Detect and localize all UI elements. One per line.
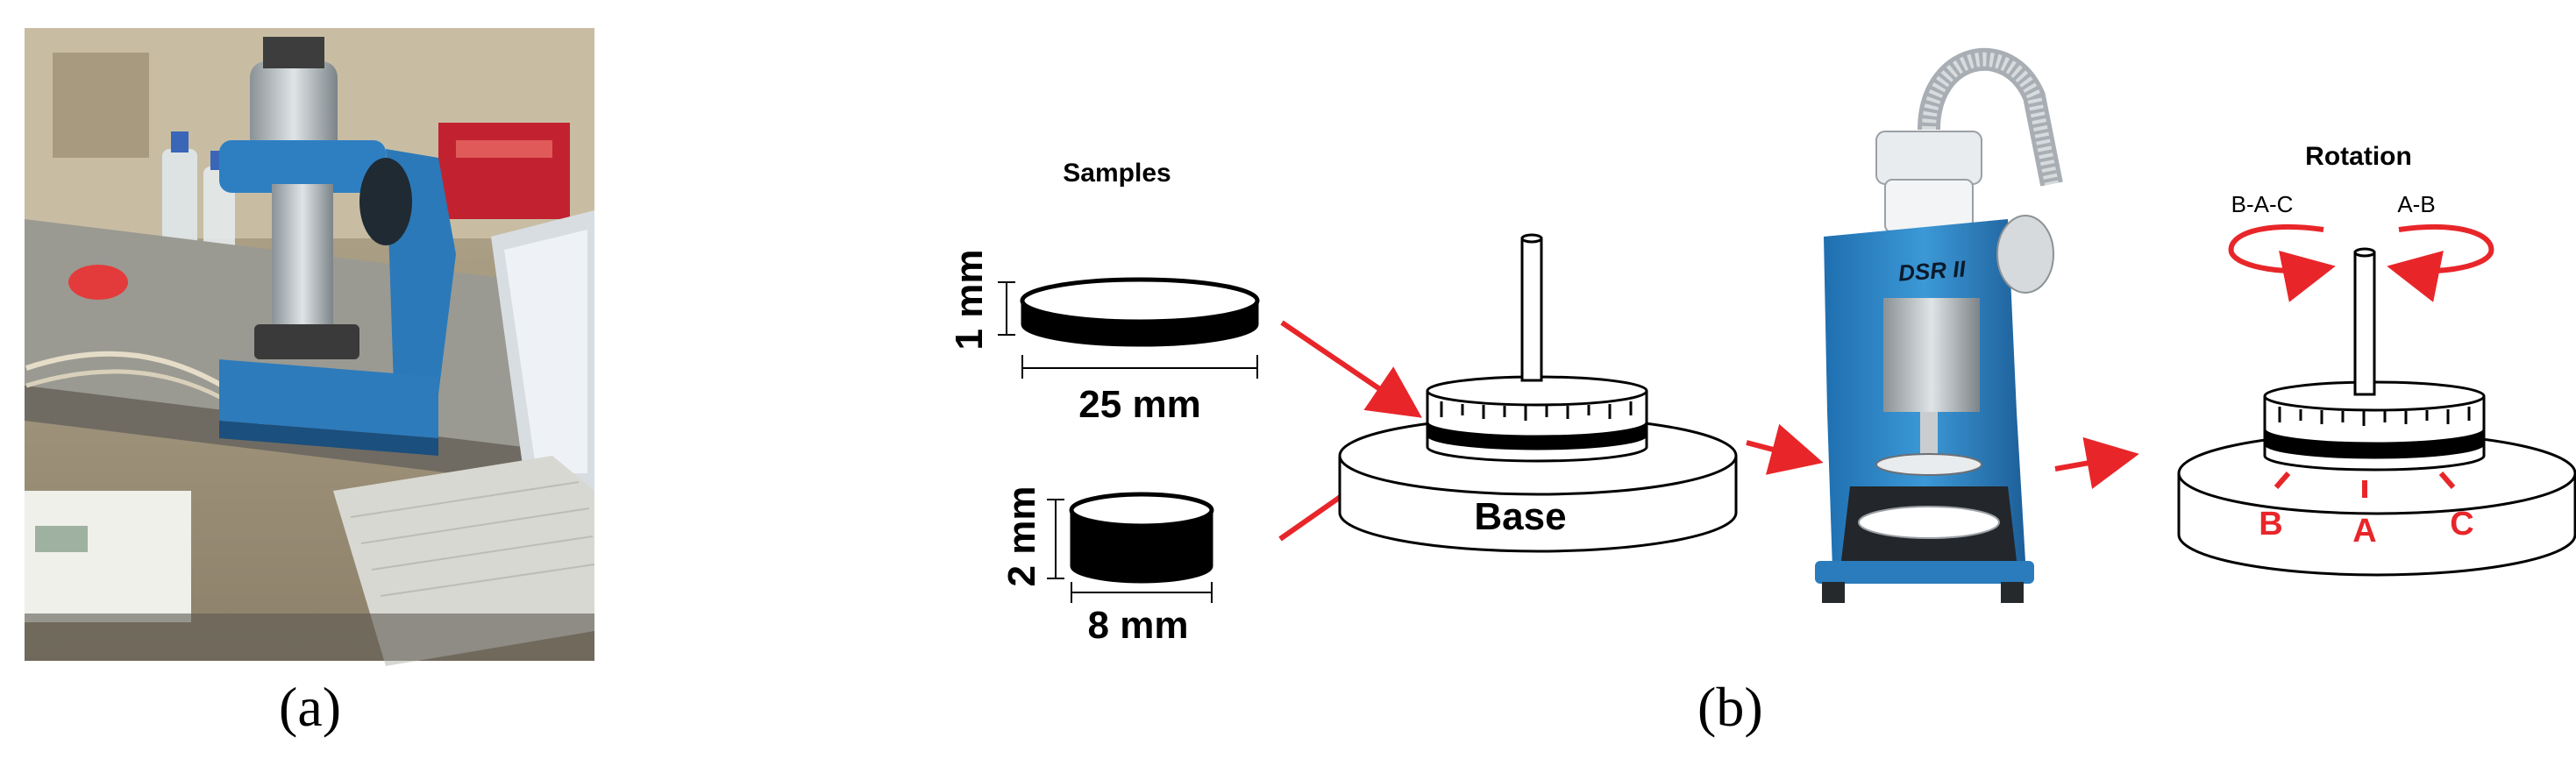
dsr-device — [1815, 47, 2063, 603]
rotation-base-assembly — [2177, 247, 2576, 577]
arrow-base-to-device — [1746, 423, 1824, 475]
sample-large-diameter-label: 25 mm — [1078, 383, 1200, 426]
panel-label-a: (a) — [279, 676, 342, 738]
base-assembly — [1338, 233, 1738, 553]
lab-photo — [25, 28, 595, 666]
sample-small-diameter-label: 8 mm — [1088, 604, 1189, 647]
base-label: Base — [1474, 495, 1566, 538]
sample-large-dimension-lines — [998, 281, 1258, 379]
point-label-a: A — [2352, 513, 2376, 550]
rotation-left-label: B-A-C — [2231, 191, 2294, 217]
rotation-right-label: A-B — [2397, 191, 2435, 217]
rotation-arrows — [2228, 224, 2494, 302]
point-label-b: B — [2259, 506, 2282, 543]
rotation-title: Rotation — [2305, 142, 2412, 171]
samples-title: Samples — [1063, 159, 1171, 188]
sample-small-disc — [1069, 492, 1214, 584]
arrow-large-sample-to-base — [1280, 320, 1422, 418]
sample-small-dimension-lines — [1047, 499, 1213, 603]
sample-large-thickness-label: 1 mm — [948, 250, 991, 351]
arrow-device-to-rotation — [2054, 436, 2139, 489]
point-label-c: C — [2450, 506, 2473, 543]
device-brand-label: DSR II — [1897, 255, 1967, 286]
panel-label-b: (b) — [1697, 676, 1763, 738]
sample-small-thickness-label: 2 mm — [1000, 486, 1043, 587]
sample-large-disc — [1020, 277, 1260, 347]
